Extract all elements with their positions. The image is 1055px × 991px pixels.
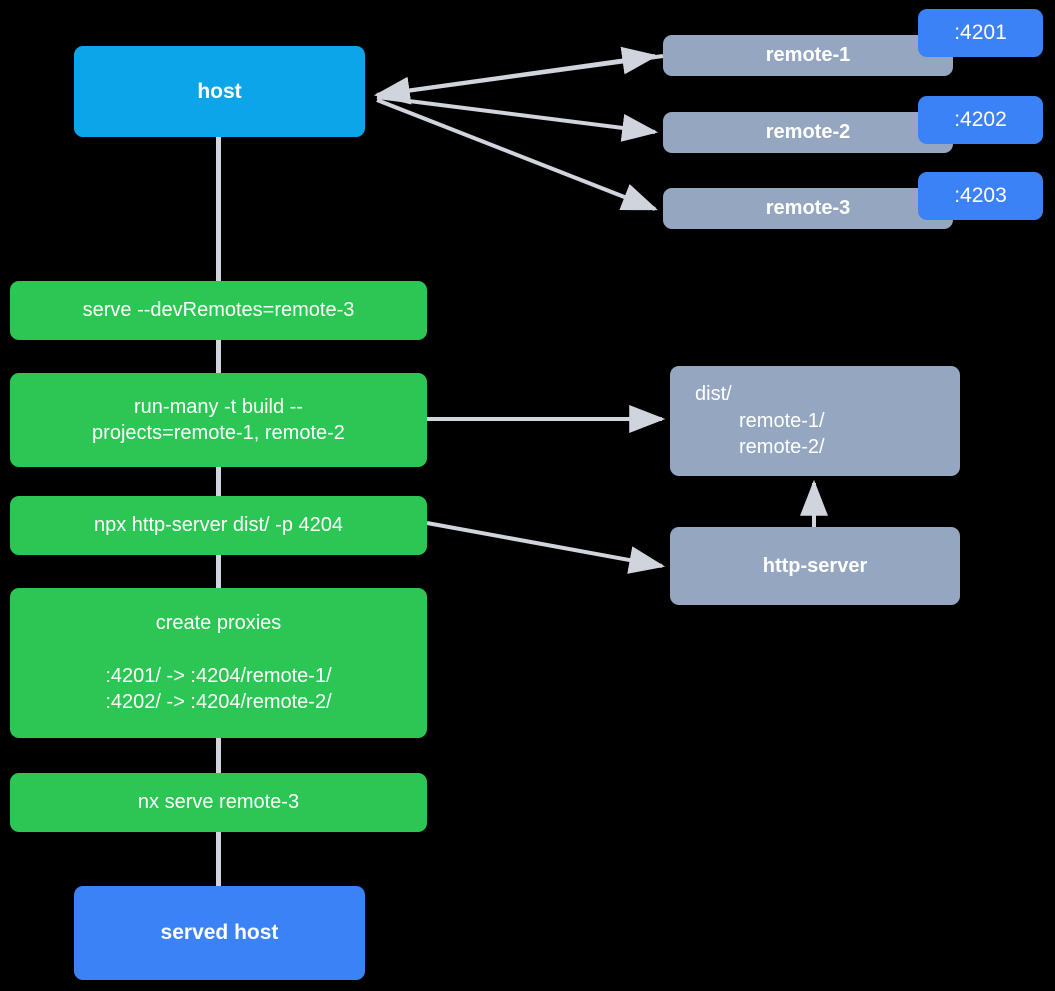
served-host-label: served host xyxy=(160,921,279,945)
edge-host-remote-1 xyxy=(373,54,664,105)
command-npx-http-server-label: npx http-server dist/ -p 4204 xyxy=(93,514,343,537)
spine-serve-to-runmany xyxy=(216,340,221,373)
spine-proxies-to-nxserve xyxy=(216,738,221,773)
command-create-proxies-content: create proxies :4201/ -> :4204/remote-1/… xyxy=(105,610,331,715)
host-box[interactable]: host xyxy=(74,46,365,137)
remote-1-port-label: :4201 xyxy=(954,21,1007,45)
remote-3-port-label: :4203 xyxy=(954,184,1007,208)
dist-folder-tree: dist/ remote-1/ remote-2/ xyxy=(695,381,825,460)
http-server-label: http-server xyxy=(762,554,868,577)
command-nx-serve-remote-3[interactable]: nx serve remote-3 xyxy=(10,773,427,832)
spine-host-to-serve xyxy=(216,137,221,281)
command-create-proxies[interactable]: create proxies :4201/ -> :4204/remote-1/… xyxy=(10,588,427,738)
remote-2-box[interactable]: remote-2 xyxy=(663,112,953,153)
spine-runmany-to-npx xyxy=(216,467,221,496)
host-label: host xyxy=(197,79,242,103)
remote-1-label: remote-1 xyxy=(765,44,851,67)
remote-3-box[interactable]: remote-3 xyxy=(663,188,953,229)
edge-host-to-remote-2 xyxy=(376,95,659,142)
command-run-many[interactable]: run-many -t build -- projects=remote-1, … xyxy=(10,373,427,467)
edge-npx-to-httpserver xyxy=(426,521,666,574)
spine-nxserve-to-servedhost xyxy=(216,832,221,886)
remote-3-label: remote-3 xyxy=(765,197,851,220)
command-run-many-line1: run-many -t build -- xyxy=(134,395,303,418)
command-create-proxies-title: create proxies xyxy=(155,612,282,635)
remote-3-port-badge[interactable]: :4203 xyxy=(918,172,1043,220)
served-host-box[interactable]: served host xyxy=(74,886,365,980)
dist-child-remote-1: remote-1/ xyxy=(739,409,825,432)
dist-child-remote-2: remote-2/ xyxy=(739,436,825,459)
command-serve-devremotes[interactable]: serve --devRemotes=remote-3 xyxy=(10,281,427,340)
command-run-many-line2: projects=remote-1, remote-2 xyxy=(92,422,345,444)
dist-folder-box[interactable]: dist/ remote-1/ remote-2/ xyxy=(670,366,960,476)
remote-2-label: remote-2 xyxy=(765,121,851,144)
proxy-spacer xyxy=(105,637,331,663)
remote-1-port-badge[interactable]: :4201 xyxy=(918,9,1043,57)
proxy-mapping-2: :4202/ -> :4204/remote-2/ xyxy=(105,691,332,714)
remote-2-port-badge[interactable]: :4202 xyxy=(918,96,1043,144)
remote-2-port-label: :4202 xyxy=(954,108,1007,132)
edge-host-to-remote-3 xyxy=(376,98,658,211)
command-npx-http-server[interactable]: npx http-server dist/ -p 4204 xyxy=(10,496,427,555)
command-serve-devremotes-label: serve --devRemotes=remote-3 xyxy=(82,299,355,322)
command-run-many-label: run-many -t build -- projects=remote-1, … xyxy=(92,394,345,447)
dist-root-label: dist/ xyxy=(695,383,732,406)
proxy-mapping-1: :4201/ -> :4204/remote-1/ xyxy=(105,664,332,687)
edge-host-to-remote-1 xyxy=(376,46,659,97)
spine-npx-to-proxies xyxy=(216,555,221,588)
http-server-box[interactable]: http-server xyxy=(670,527,960,605)
command-nx-serve-remote-3-label: nx serve remote-3 xyxy=(137,791,300,814)
remote-1-box[interactable]: remote-1 xyxy=(663,35,953,76)
